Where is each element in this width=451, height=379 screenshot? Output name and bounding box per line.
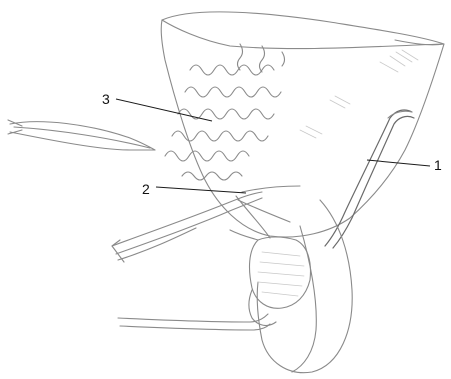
leader-line-2	[156, 187, 246, 193]
tissue-sheet	[161, 12, 444, 237]
lower-organ	[230, 200, 352, 373]
leader-line-3	[116, 99, 212, 121]
lobulated-mass	[165, 44, 285, 180]
callout-label-2: 2	[142, 181, 150, 197]
left-upper-instrument	[8, 120, 155, 150]
callout-label-3: 3	[102, 91, 110, 107]
bottom-instrument	[118, 314, 270, 330]
lower-instrument	[112, 186, 300, 262]
callout-label-1: 1	[434, 157, 442, 173]
